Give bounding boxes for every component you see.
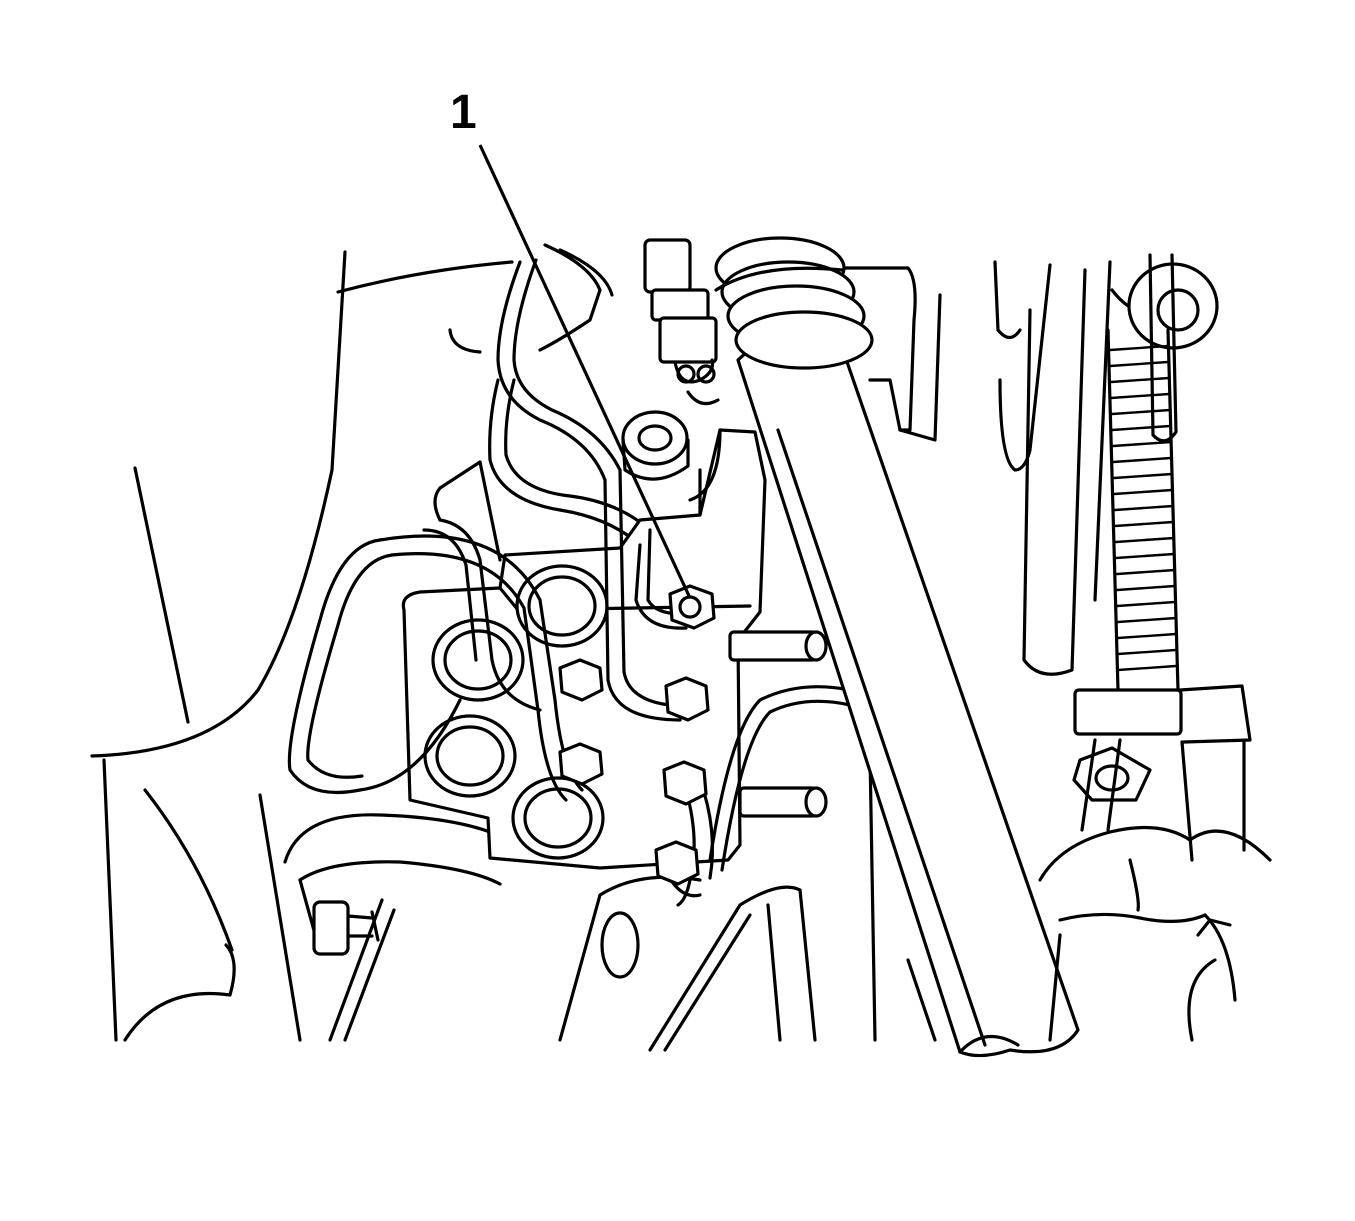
- tube-nut: [558, 658, 710, 886]
- brake-modulator-housing: [401, 428, 828, 870]
- callout-1: 1: [450, 86, 692, 599]
- callout-leader-line: [478, 144, 692, 599]
- tube-nut-upper: [668, 584, 716, 630]
- upper-grommet: [621, 410, 690, 481]
- rear-brake-lines: [448, 243, 652, 547]
- right-background-parts: [844, 253, 1219, 676]
- electrical-connector: [643, 238, 720, 406]
- left-body-panel: [90, 250, 514, 1042]
- right-bracket-clip: [1038, 684, 1272, 1042]
- front-brake-lines: [287, 468, 852, 907]
- threaded-rod: [1106, 328, 1180, 692]
- large-hose: [714, 236, 1080, 1058]
- callout-label: 1: [450, 86, 477, 139]
